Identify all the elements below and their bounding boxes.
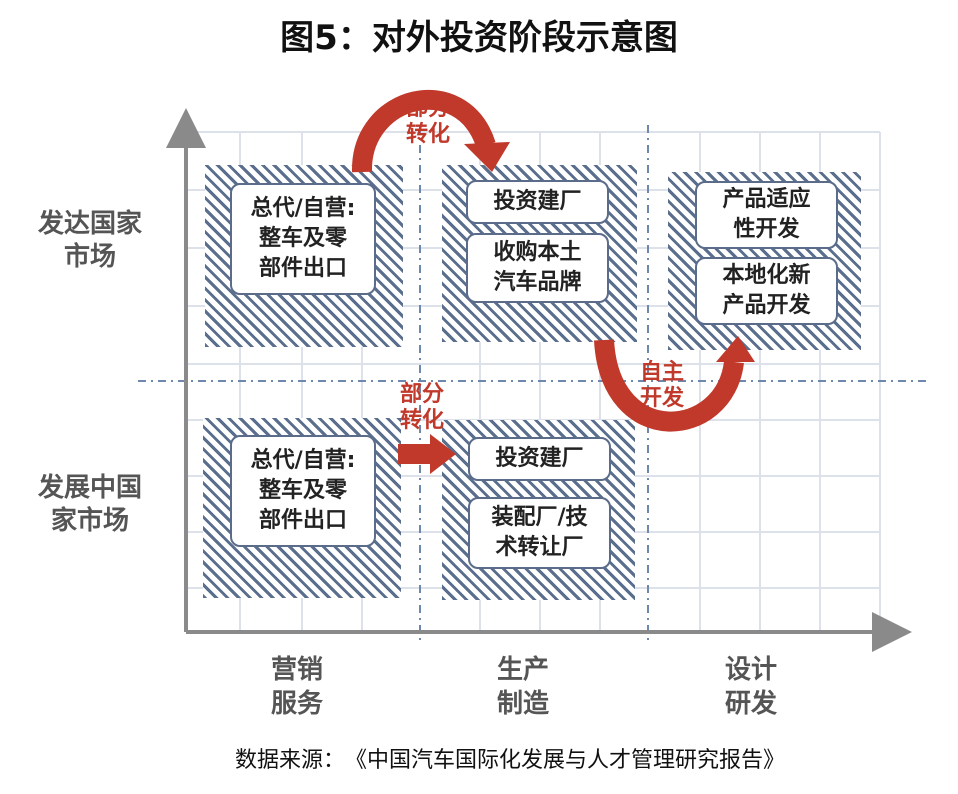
axes [166,108,912,652]
arrow-top-partial-conversion [351,89,510,173]
arrow-text-independent: 自主 开发 [639,360,684,411]
source-note: 数据来源： 《中国汽车国际化发展与人才管理研究报告》 [234,748,785,773]
col-label-production: 生产 制造 [496,655,549,719]
col-label-marketing: 营销 服务 [270,655,323,719]
diagram-title: 图5：对外投资阶段示意图 [280,18,678,58]
col-label-rnd: 设计 研发 [724,655,777,719]
card-developed-product-adaptation: 产品适应 性开发 [695,181,838,249]
card-developed-invest-factory: 投资建厂 [466,180,609,224]
row-label-developed: 发达国家 市场 [37,209,142,272]
arrow-independent-development [594,336,755,432]
arrow-text-mid-partial: 部分 转化 [399,382,444,433]
card-developing-marketing-export: 总代/自营: 整车及零 部件出口 [230,435,376,547]
card-developed-marketing-export: 总代/自营: 整车及零 部件出口 [230,183,376,295]
row-label-developing: 发展中国 家市场 [37,473,142,536]
arrow-mid-partial-conversion [398,434,456,474]
card-developed-acquire-brand: 收购本土 汽车品牌 [466,233,609,303]
card-developed-local-product-dev: 本地化新 产品开发 [695,257,838,325]
card-developing-invest-factory: 投资建厂 [468,437,611,481]
quadrant-dividers [138,125,930,640]
arrow-text-top-partial: 部分 转化 [405,96,450,147]
card-developing-assembly-tech-transfer: 装配厂/技 术转让厂 [468,497,611,569]
